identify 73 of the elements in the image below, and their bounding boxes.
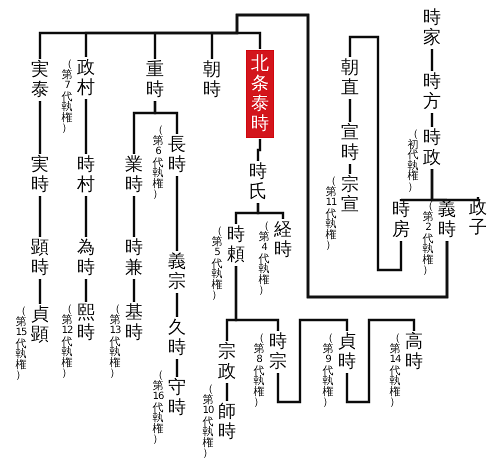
term-note: （第11代執権） <box>324 176 338 250</box>
family-line <box>256 139 262 161</box>
family-line <box>38 101 42 154</box>
family-line <box>234 266 280 331</box>
highlighted-name-box: 北条泰時 <box>246 50 274 138</box>
term-note: （第10代執権） <box>202 384 215 458</box>
term-note: （第15代執権） <box>14 306 28 380</box>
term-note: （第7代執権） <box>60 59 74 134</box>
family-line <box>176 293 178 317</box>
term-note: （第8代執権） <box>252 333 266 408</box>
family-line <box>176 176 178 251</box>
family-line <box>348 164 352 174</box>
name-label: 義時 <box>437 200 457 240</box>
term-note: （第2代執権） <box>422 201 434 276</box>
name-label: 時家 <box>422 8 442 48</box>
name-label: 政村 <box>76 58 96 98</box>
family-line <box>430 169 480 202</box>
term-note: （第13代執権） <box>108 304 122 378</box>
name-label: 朝直 <box>340 58 360 98</box>
family-line <box>226 383 228 401</box>
name-label: 高時 <box>404 332 424 372</box>
term-note: （第12代執権） <box>60 304 74 378</box>
name-label: 貞時 <box>337 332 357 372</box>
family-line <box>132 196 136 237</box>
family-line <box>84 196 88 237</box>
family-line <box>348 99 352 122</box>
name-label: 時頼 <box>226 225 246 265</box>
term-note: （第4代執権） <box>258 221 270 296</box>
name-label: 時村 <box>76 155 96 195</box>
term-note: （第5代執権） <box>210 226 224 300</box>
family-line <box>430 49 434 71</box>
name-label: 重時 <box>145 60 165 100</box>
name-label: 朝時 <box>202 60 222 100</box>
family-line <box>256 203 284 219</box>
family-line <box>84 279 88 302</box>
name-label: 宗宣 <box>340 175 360 215</box>
name-label: 実時 <box>30 155 50 195</box>
name-label: 基時 <box>124 303 144 343</box>
name-label: 義宗 <box>167 252 187 292</box>
term-note: （第6代執権） <box>152 125 164 200</box>
family-line <box>348 36 402 272</box>
name-label: 経時 <box>273 220 293 260</box>
name-label: 業時 <box>124 155 144 195</box>
name-label: 時房 <box>391 200 411 240</box>
name-label: 顕時 <box>30 238 50 278</box>
family-line <box>430 113 434 127</box>
name-label: 宣時 <box>340 123 360 163</box>
family-line <box>38 196 42 237</box>
term-note: （第16代執権） <box>152 370 165 444</box>
family-line <box>84 99 88 154</box>
family-line <box>154 101 178 134</box>
family-line <box>38 279 42 304</box>
family-line <box>176 359 178 377</box>
family-line <box>132 279 136 302</box>
name-label: 実泰 <box>30 60 50 100</box>
name-label: 宗政 <box>217 342 237 382</box>
name-label: 為時 <box>76 238 96 278</box>
name-label: 師時 <box>217 402 237 442</box>
name-label: 時政 <box>422 128 442 168</box>
term-note: （第14代執権） <box>388 333 402 408</box>
name-label: 貞顕 <box>30 305 50 345</box>
name-label: 時宗 <box>268 332 288 372</box>
term-note: （初代執権） <box>406 129 420 192</box>
name-label: 守時 <box>167 378 187 418</box>
term-note: （第9代執権） <box>322 333 334 408</box>
family-line <box>276 318 348 404</box>
name-label: 時氏 <box>248 162 268 202</box>
name-label: 久時 <box>167 318 187 358</box>
name-label: 長時 <box>167 135 187 175</box>
name-label: 時兼 <box>124 238 144 278</box>
name-label: 時方 <box>422 72 442 112</box>
family-line <box>346 318 416 404</box>
name-label: 熙時 <box>76 303 96 343</box>
